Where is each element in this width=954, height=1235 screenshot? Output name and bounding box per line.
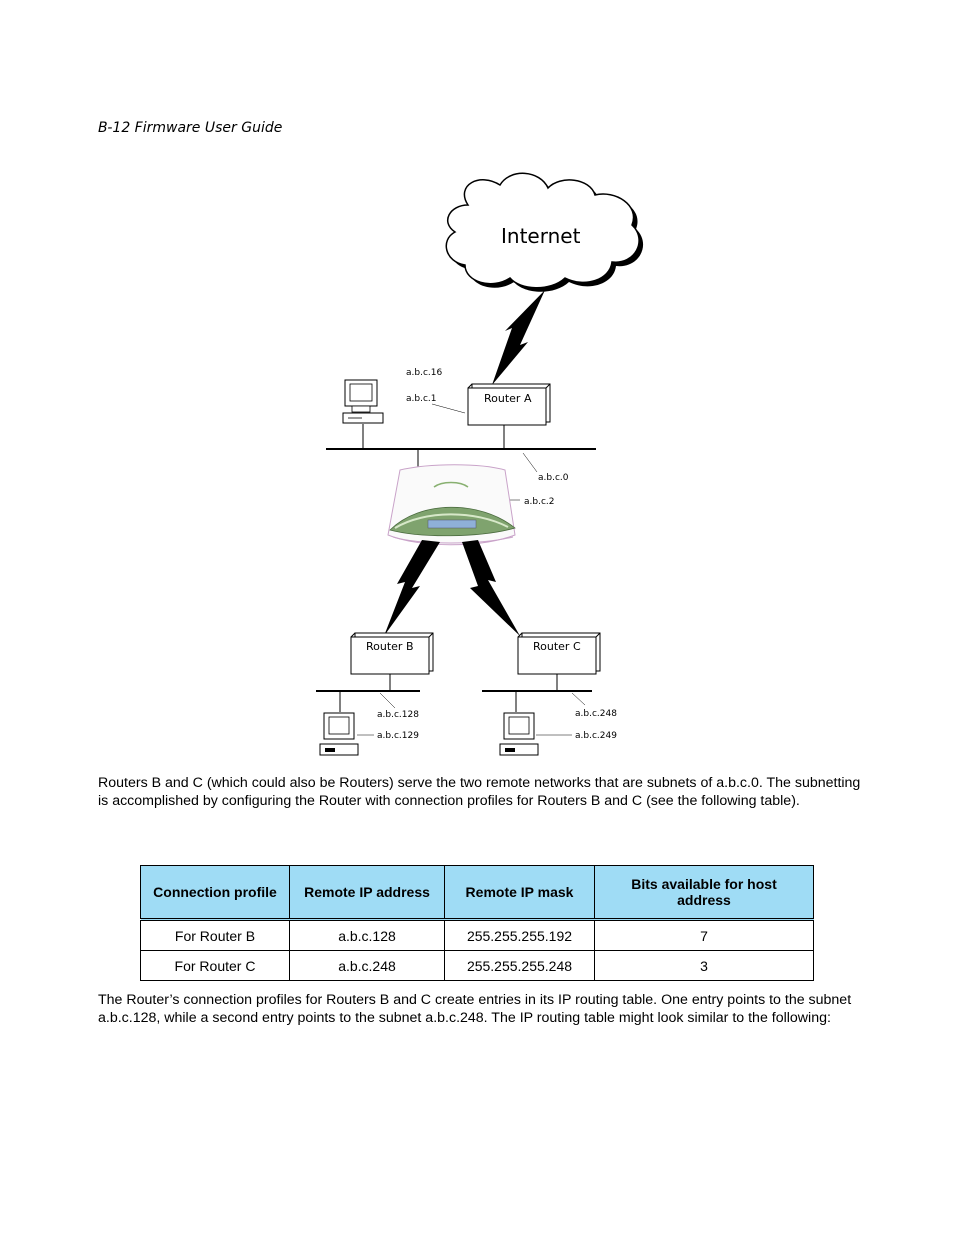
cell-profile: For Router B xyxy=(140,919,290,951)
router-b-label: Router B xyxy=(366,640,414,653)
computer-icon xyxy=(499,712,539,756)
table-header-row: Connection profile Remote IP address Rem… xyxy=(140,865,814,921)
router-c-box xyxy=(517,632,601,675)
ip-label-net0: a.b.c.0 xyxy=(538,473,569,483)
internet-cloud xyxy=(445,172,644,292)
network-diagram: Internet a.b.c.16 a.b.c.1 Router A a.b.c… xyxy=(316,172,644,756)
paragraph-routing-table: The Router’s connection profiles for Rou… xyxy=(98,992,852,1026)
table-row: For Router C a.b.c.248 255.255.255.248 3 xyxy=(140,950,814,981)
router-a-box xyxy=(467,383,551,426)
connection-profiles-table: Connection profile Remote IP address Rem… xyxy=(140,865,814,981)
router-c-label: Router C xyxy=(533,640,581,653)
paragraph-subnets: Routers B and C (which could also be Rou… xyxy=(98,775,861,809)
router-b-box xyxy=(350,632,434,675)
cell-bits: 3 xyxy=(594,950,814,981)
ip-label-a1: a.b.c.1 xyxy=(406,394,437,404)
cell-ip: a.b.c.128 xyxy=(289,919,445,951)
ip-label-a2: a.b.c.2 xyxy=(524,497,555,507)
col-header-bits: Bits available for host address xyxy=(594,865,814,921)
computer-icon xyxy=(319,712,359,756)
table-row: For Router B a.b.c.128 255.255.255.192 7 xyxy=(140,919,814,951)
router-a-label: Router A xyxy=(484,392,532,405)
wan-link-router-c xyxy=(462,540,520,636)
internet-label: Internet xyxy=(501,224,581,248)
central-router-device xyxy=(387,464,516,546)
page-header: B-12 Firmware User Guide xyxy=(98,120,283,136)
ip-label-b129: a.b.c.129 xyxy=(377,731,419,741)
ip-label-b128: a.b.c.128 xyxy=(377,710,419,720)
cell-bits: 7 xyxy=(594,919,814,951)
ip-label-a16: a.b.c.16 xyxy=(406,368,442,378)
cell-ip: a.b.c.248 xyxy=(289,950,445,981)
cell-mask: 255.255.255.192 xyxy=(444,919,595,951)
ip-label-c249: a.b.c.249 xyxy=(575,731,617,741)
ip-label-c248: a.b.c.248 xyxy=(575,709,617,719)
computer-icon xyxy=(342,379,384,424)
wan-link-internet xyxy=(492,290,545,385)
cell-mask: 255.255.255.248 xyxy=(444,950,595,981)
wan-link-router-b xyxy=(384,540,440,636)
col-header-profile: Connection profile xyxy=(140,865,290,921)
cell-profile: For Router C xyxy=(140,950,290,981)
col-header-ip: Remote IP address xyxy=(289,865,445,921)
col-header-mask: Remote IP mask xyxy=(444,865,595,921)
